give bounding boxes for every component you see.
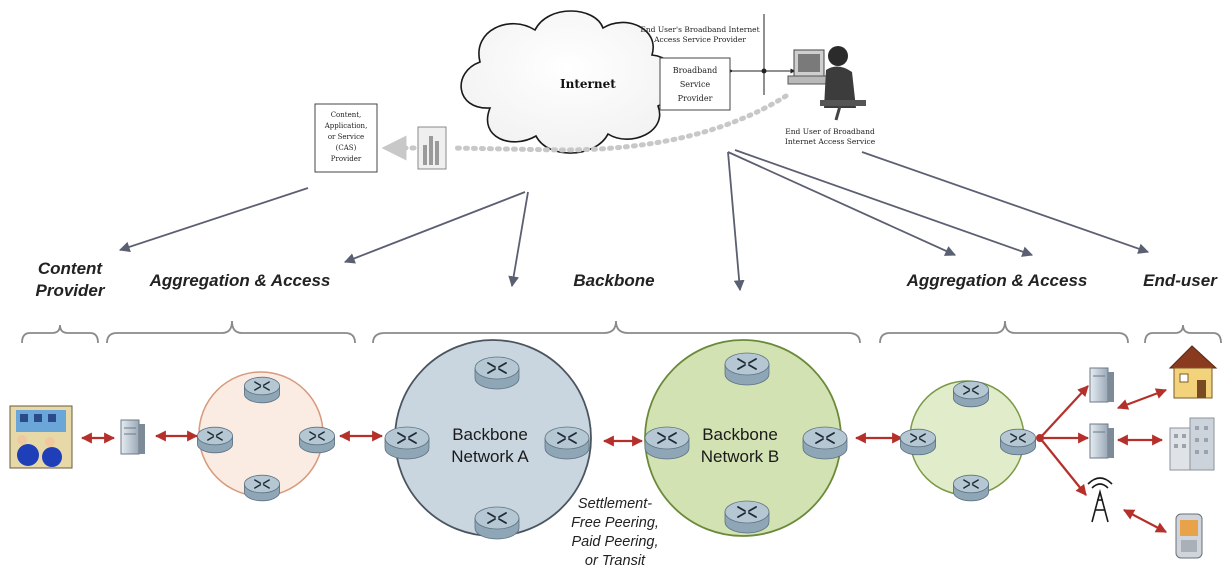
router-icon bbox=[724, 352, 770, 386]
peering-note-line-4: or Transit bbox=[585, 553, 646, 569]
router-icon bbox=[644, 426, 690, 460]
router-icon bbox=[900, 428, 937, 456]
server-icon bbox=[1089, 423, 1114, 459]
router-icon bbox=[724, 500, 770, 534]
router-icon bbox=[474, 506, 520, 540]
link-tower-phone bbox=[1123, 509, 1167, 533]
segment-braces bbox=[21, 320, 1222, 344]
routers bbox=[196, 352, 1037, 540]
brace-content-provider bbox=[21, 324, 99, 344]
label-end-user: End-user bbox=[1143, 271, 1218, 290]
router-icon bbox=[1000, 428, 1037, 456]
pointer-arrow-content-provider bbox=[118, 187, 309, 253]
peering-note-line-1: Settlement- bbox=[578, 496, 652, 512]
router-icon bbox=[243, 376, 280, 404]
cas-line-2: Application, bbox=[324, 122, 368, 130]
pointer-arrow-backbone-b bbox=[727, 151, 745, 292]
brace-aggregation-right bbox=[879, 320, 1129, 344]
network-b-label-line-1: Backbone bbox=[702, 425, 778, 444]
pointer-arrow-end-user bbox=[861, 151, 1150, 254]
content-provider-office-icon bbox=[9, 405, 73, 469]
link-server-house bbox=[1116, 388, 1168, 410]
link-junction bbox=[1036, 434, 1044, 442]
link-agg-tower bbox=[1039, 437, 1087, 496]
cas-provider-box: Content, Application, or Service (CAS) P… bbox=[314, 103, 378, 173]
network-a-label-line-1: Backbone bbox=[452, 425, 528, 444]
link-arrows bbox=[80, 385, 1168, 533]
data-flow-path bbox=[449, 93, 789, 153]
router-icon bbox=[953, 474, 990, 502]
pointer-arrow-aggregation-right-1 bbox=[727, 151, 956, 256]
bsp-line-3: Provider bbox=[678, 94, 713, 103]
router-icon bbox=[384, 426, 430, 460]
bsp-line-2: Service bbox=[680, 80, 711, 89]
broadband-service-provider-box: Broadband Service Provider bbox=[659, 57, 731, 111]
pointer-arrow-backbone-a bbox=[508, 191, 529, 288]
label-content-provider-line-1: Content bbox=[38, 259, 104, 278]
label-backbone: Backbone bbox=[573, 271, 654, 290]
router-icon bbox=[298, 426, 335, 454]
router-icon bbox=[802, 426, 848, 460]
pointer-arrow-aggregation-right-2 bbox=[734, 149, 1034, 257]
label-aggregation-left: Aggregation & Access bbox=[149, 271, 331, 290]
router-icon bbox=[544, 426, 590, 460]
server-icon bbox=[120, 419, 145, 455]
pointer-arrows bbox=[118, 149, 1150, 292]
cas-line-3: or Service bbox=[328, 133, 364, 141]
router-icon bbox=[243, 474, 280, 502]
label-content-provider-line-2: Provider bbox=[36, 281, 106, 300]
office-building-icon bbox=[1169, 417, 1215, 471]
cas-line-4: (CAS) bbox=[336, 144, 357, 152]
end-user-computer-icon bbox=[787, 46, 866, 121]
network-a-label-line-2: Network A bbox=[451, 447, 529, 466]
cas-line-1: Content, bbox=[331, 111, 362, 119]
server-icon bbox=[1089, 367, 1114, 403]
brace-end-user bbox=[1144, 324, 1222, 344]
isp-caption-line-1: End User's Broadband Internet bbox=[640, 25, 759, 34]
cell-tower-icon bbox=[1087, 477, 1113, 523]
peering-note-line-2: Free Peering, bbox=[571, 515, 659, 531]
router-icon bbox=[953, 380, 990, 408]
router-icon bbox=[474, 356, 520, 390]
router-icon bbox=[196, 426, 233, 454]
bsp-line-1: Broadband bbox=[673, 66, 718, 75]
brace-backbone bbox=[372, 320, 861, 344]
label-aggregation-right: Aggregation & Access bbox=[906, 271, 1088, 290]
mobile-phone-icon bbox=[1175, 513, 1203, 559]
end-user-caption-line-1: End User of Broadband bbox=[785, 127, 875, 136]
pointer-arrow-aggregation-left bbox=[343, 191, 526, 264]
brace-aggregation-left bbox=[106, 320, 356, 344]
peering-note-line-3: Paid Peering, bbox=[571, 534, 658, 550]
internet-label: Internet bbox=[560, 77, 616, 91]
house-icon bbox=[1168, 345, 1218, 399]
server-bars-icon bbox=[417, 126, 447, 170]
cas-line-5: Provider bbox=[331, 155, 362, 163]
network-b-label-line-2: Network B bbox=[701, 447, 779, 466]
isp-caption-line-2: Access Service Provider bbox=[653, 35, 746, 44]
isp-caption: End User's Broadband Internet Access Ser… bbox=[640, 14, 796, 95]
link-agg-server-top bbox=[1039, 385, 1089, 439]
end-user-caption-line-2: Internet Access Service bbox=[785, 137, 876, 146]
